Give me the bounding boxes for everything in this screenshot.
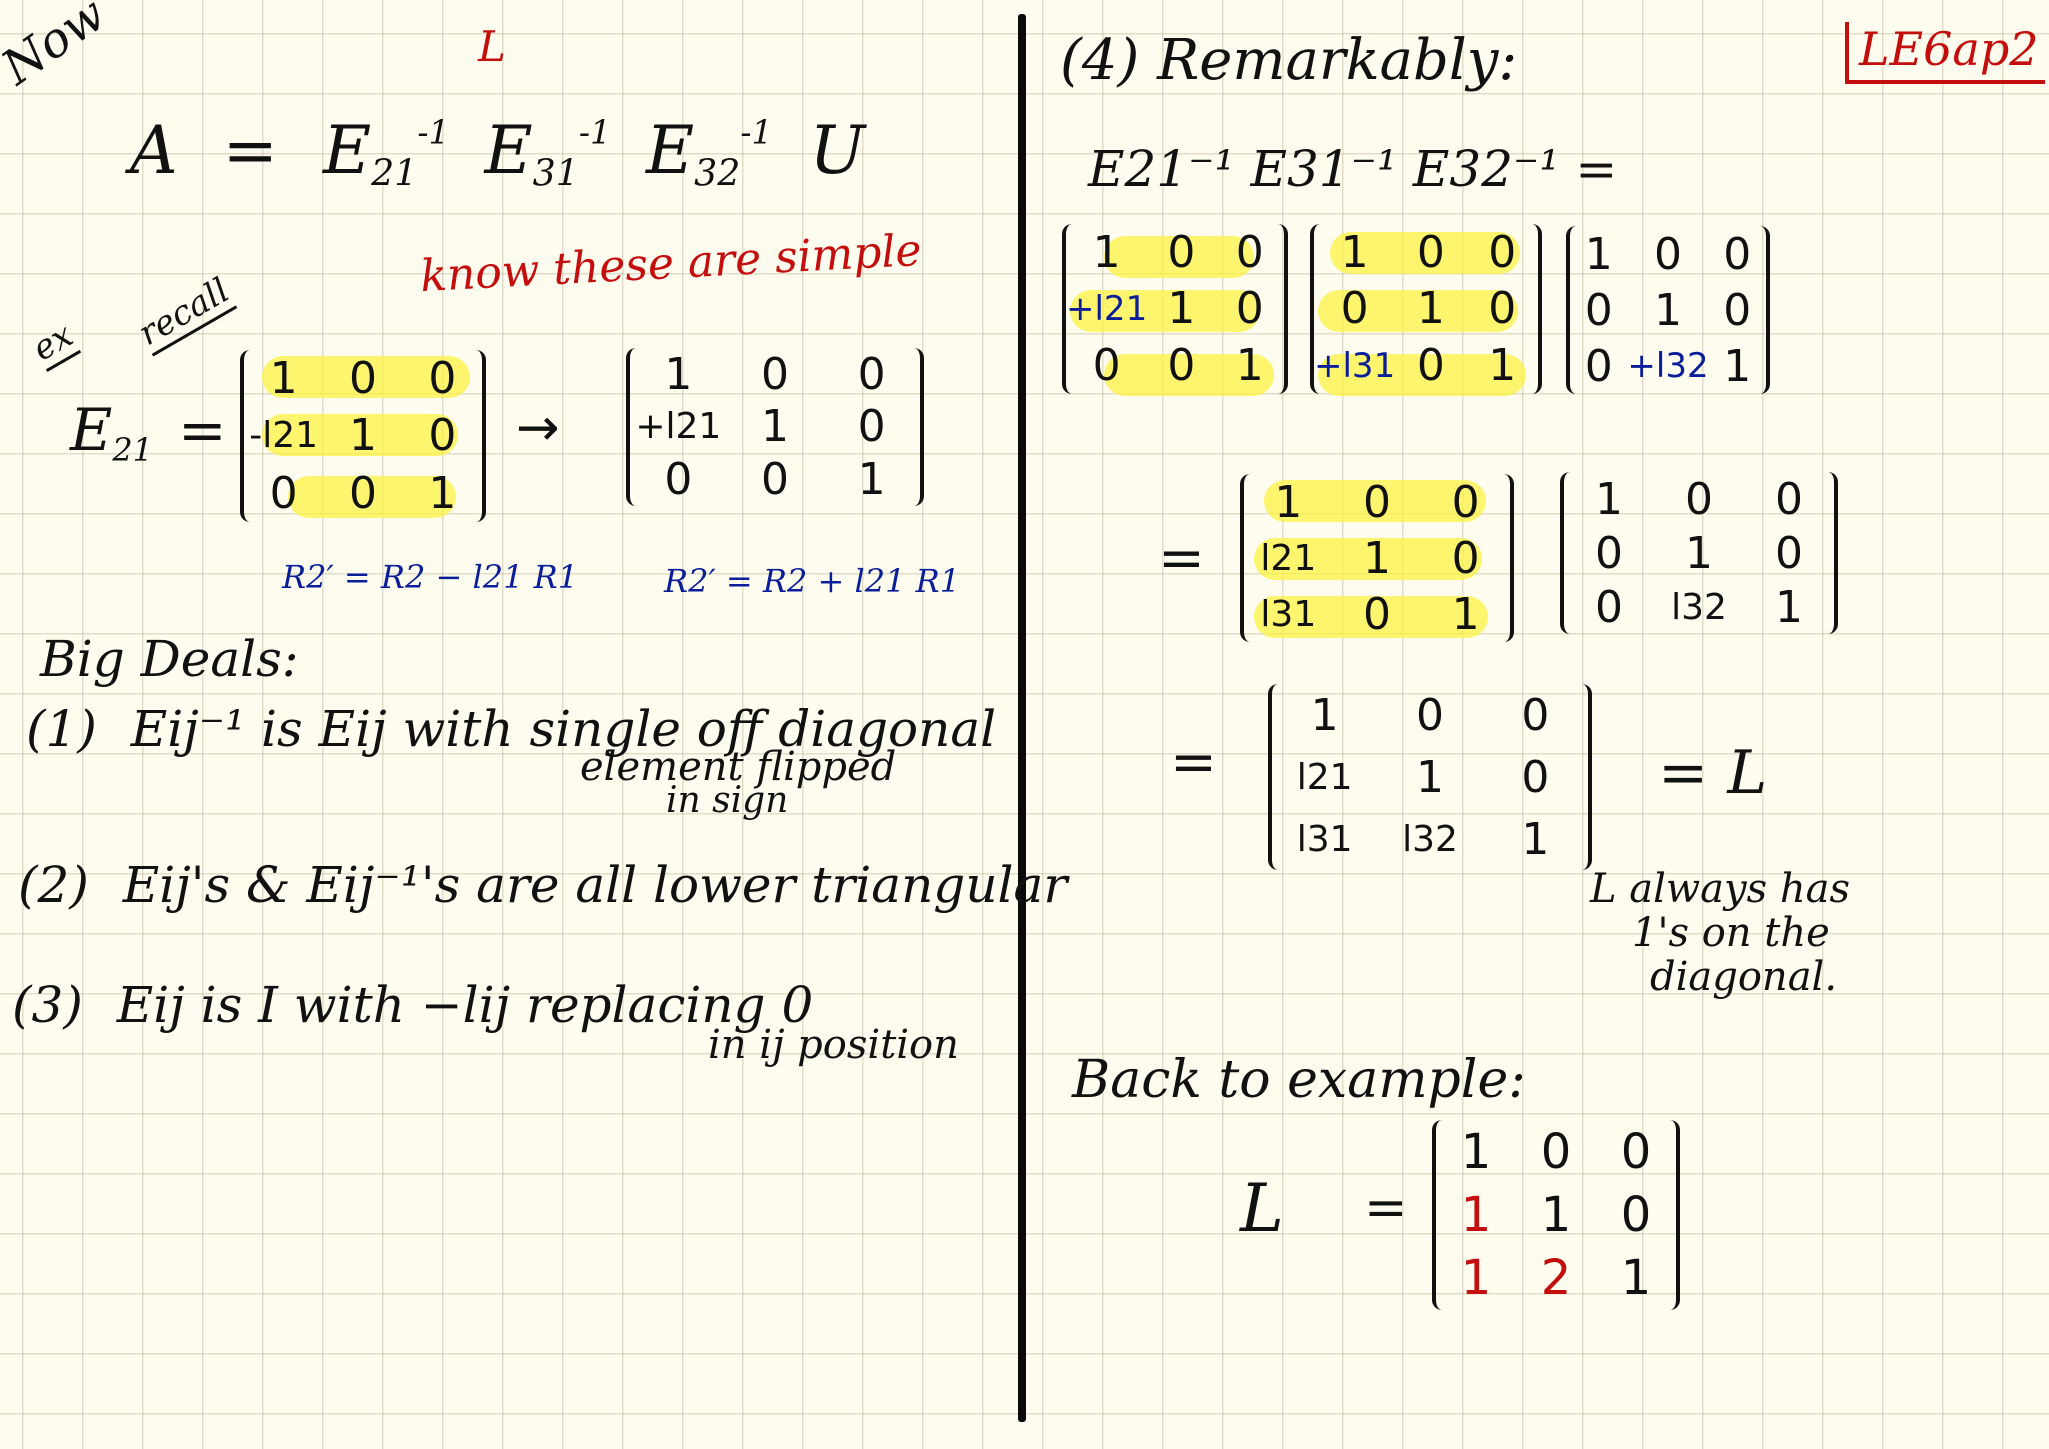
equals: = [222, 112, 278, 189]
row-op-after: R2′ = R2 + l21 R1 [664, 562, 961, 600]
hl-m2-r2 [1318, 290, 1518, 332]
hl-p-r3 [1254, 596, 1488, 638]
L-note-line3: diagonal. [1650, 954, 1838, 1000]
equals-row3: = [1170, 730, 1217, 795]
factor-E21: E21-1 [322, 112, 450, 195]
highlight-row2 [262, 414, 458, 456]
row-op-before: R2′ = R2 − l21 R1 [282, 558, 579, 596]
remarkably-heading: (4) Remarkably: [1060, 28, 1518, 93]
highlight-row1 [262, 356, 470, 398]
hl-m2-r1 [1330, 232, 1520, 274]
factor-E32: E32-1 [645, 112, 773, 195]
back-to-example: Back to example: [1072, 1050, 1526, 1110]
tail-U: U [809, 112, 866, 189]
L-note-line1: L always has [1590, 866, 1850, 912]
equals-row2: = [1158, 526, 1205, 591]
hl-m1-r1 [1104, 236, 1254, 278]
highlight-row3 [288, 476, 456, 518]
hl-m1-r2 [1070, 290, 1260, 332]
big-deals-heading: Big Deals: [40, 630, 299, 688]
under-brace-note: know these are simple [419, 224, 923, 303]
hl-p-r1 [1264, 480, 1486, 522]
big-deal-2: (2) Eij's & Eij⁻¹'s are all lower triang… [18, 856, 1068, 914]
e21-equals: = [178, 396, 227, 464]
factor-E31: E31-1 [484, 112, 611, 195]
e21-lhs: E21 [70, 396, 153, 470]
page-label: LE6ap2 [1845, 22, 2045, 84]
transform-arrow: → [516, 398, 560, 458]
example-L-equals: = [1364, 1178, 1408, 1238]
hl-m1-r3 [1104, 354, 1274, 396]
recall-label: recall [131, 270, 238, 357]
hl-m2-r3 [1318, 354, 1526, 396]
big-deal-3: (3) Eij is I with −lij replacing 0 [12, 976, 814, 1034]
big-deal-1-cont2: in sign [666, 780, 789, 821]
main-equation: A = E21-1 E31-1 E32-1 U [130, 112, 865, 195]
ex-label: ex [25, 315, 82, 372]
big-deal-1: (1) Eij⁻¹ is Eij with single off diagona… [26, 700, 997, 758]
L-label: = L [1658, 738, 1768, 808]
big-deal-3-cont1: in ij position [708, 1022, 959, 1068]
lhs-A: A [130, 112, 178, 189]
big-deal-1-cont1: element flipped [580, 744, 897, 790]
hl-p-r2 [1254, 538, 1482, 580]
L-note-line2: 1's on the [1632, 910, 1830, 956]
example-L-label: L [1240, 1170, 1284, 1247]
page-divider [1018, 14, 1026, 1422]
over-brace-label: L [478, 22, 506, 71]
